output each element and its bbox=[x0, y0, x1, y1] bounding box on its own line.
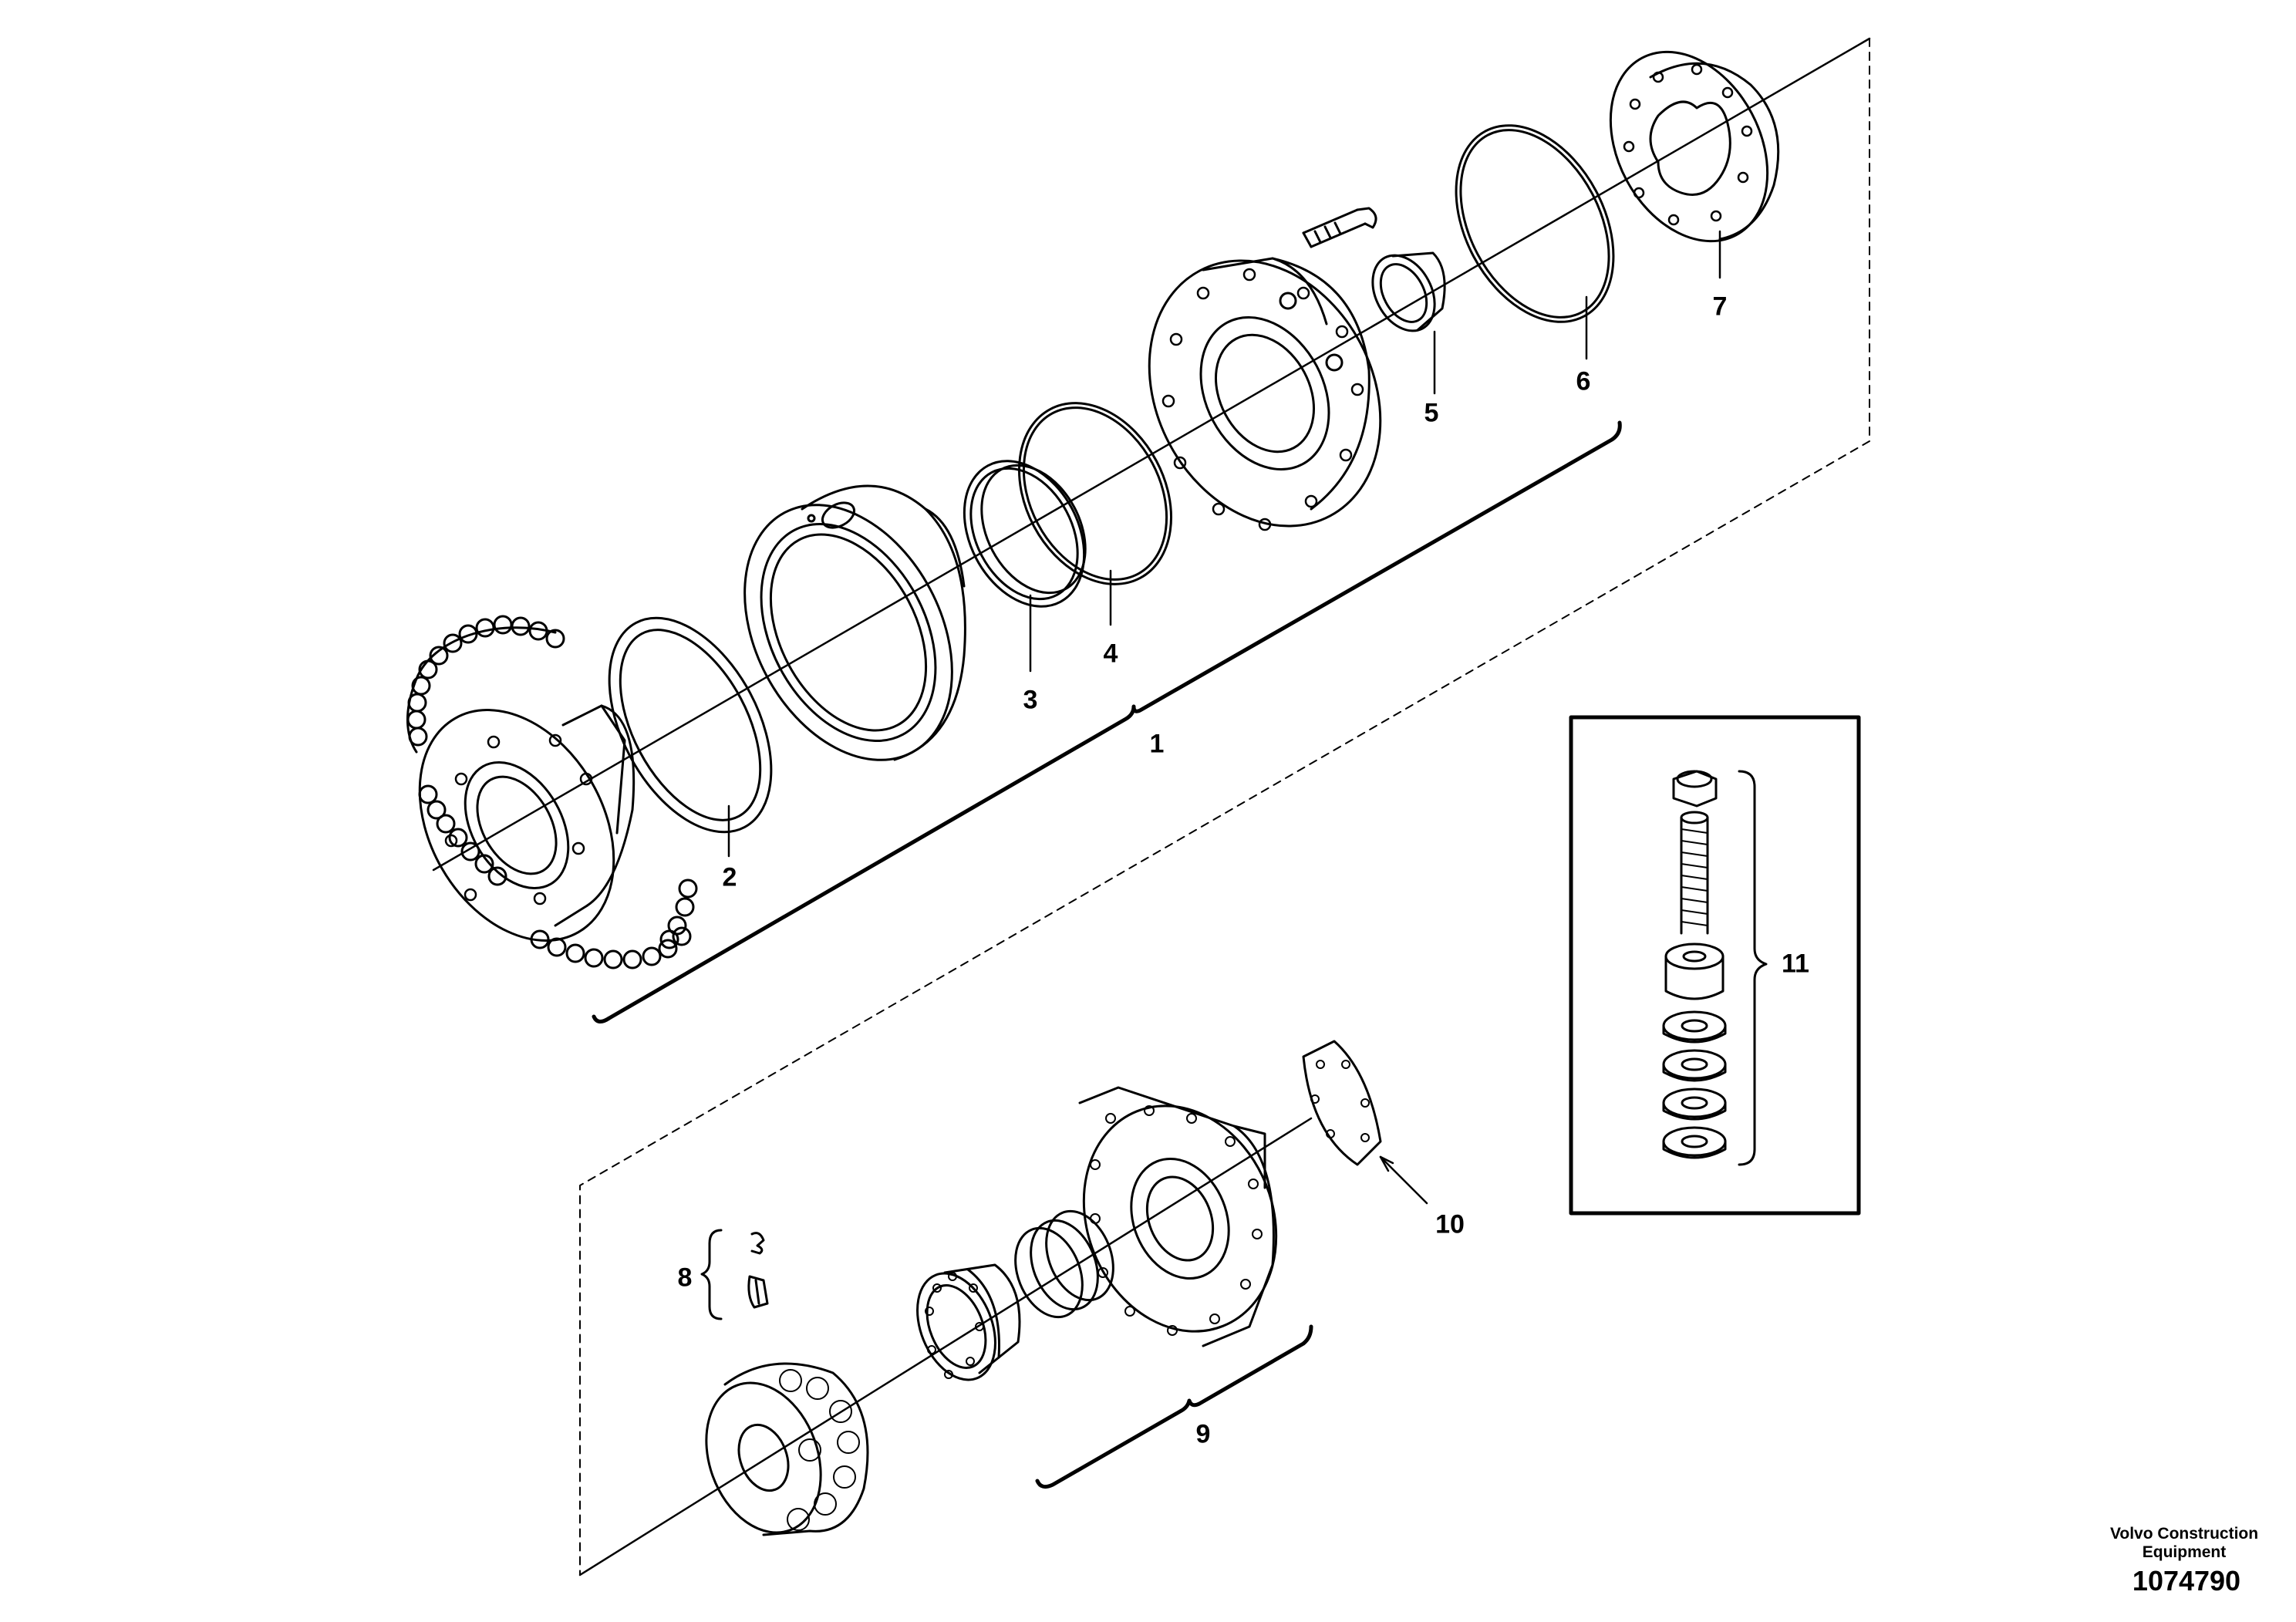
callout-10: 10 bbox=[1435, 1209, 1465, 1239]
bracket-item-1 bbox=[592, 420, 1622, 1023]
distributor-housing-part bbox=[1078, 1086, 1278, 1347]
callout-2: 2 bbox=[722, 862, 737, 892]
brace-item-11 bbox=[1738, 770, 1768, 1166]
company-name-line1: Volvo Construction bbox=[2109, 1525, 2259, 1543]
ring-set-part bbox=[1014, 1209, 1114, 1319]
cylinder-block-part bbox=[705, 1362, 869, 1536]
seal-part-3 bbox=[963, 460, 1087, 608]
callout-9: 9 bbox=[1195, 1419, 1211, 1449]
hardware-inset-frame bbox=[1569, 715, 1861, 1216]
o-ring-part-4 bbox=[1017, 402, 1173, 585]
hub-flange-part bbox=[406, 615, 698, 969]
hardware-stack-part-11 bbox=[1662, 770, 1727, 1159]
drawing-number: 1074790 bbox=[2132, 1565, 2241, 1597]
bearing-assembly-part bbox=[916, 1263, 1021, 1381]
gasket-part-10 bbox=[1302, 1040, 1382, 1166]
callout-7: 7 bbox=[1712, 292, 1728, 322]
callout-1: 1 bbox=[1149, 729, 1165, 759]
o-ring-part-6 bbox=[1455, 124, 1615, 323]
bearing-part-5 bbox=[1371, 251, 1446, 332]
callout-4: 4 bbox=[1103, 639, 1118, 669]
company-name-line2: Equipment bbox=[2142, 1543, 2227, 1561]
callout-8: 8 bbox=[677, 1263, 693, 1293]
callout-3: 3 bbox=[1023, 685, 1038, 715]
key-parts-8 bbox=[747, 1232, 769, 1309]
callout-11: 11 bbox=[1782, 949, 1809, 979]
leader-lines-upper bbox=[727, 230, 1721, 858]
ring-part-2 bbox=[608, 616, 773, 834]
callout-6: 6 bbox=[1576, 366, 1591, 396]
housing-cylinder-part bbox=[743, 484, 966, 761]
bolt-part bbox=[1302, 207, 1377, 248]
flange-housing-part bbox=[1148, 257, 1382, 531]
lower-assembly-axis bbox=[578, 1117, 1313, 1576]
dashed-frame bbox=[579, 38, 1870, 1576]
cam-ring-part-7 bbox=[1609, 50, 1780, 243]
leader-item-10 bbox=[1379, 1155, 1428, 1205]
bracket-item-9 bbox=[1035, 1324, 1313, 1489]
callout-5: 5 bbox=[1424, 398, 1439, 428]
brace-item-8 bbox=[700, 1229, 723, 1320]
